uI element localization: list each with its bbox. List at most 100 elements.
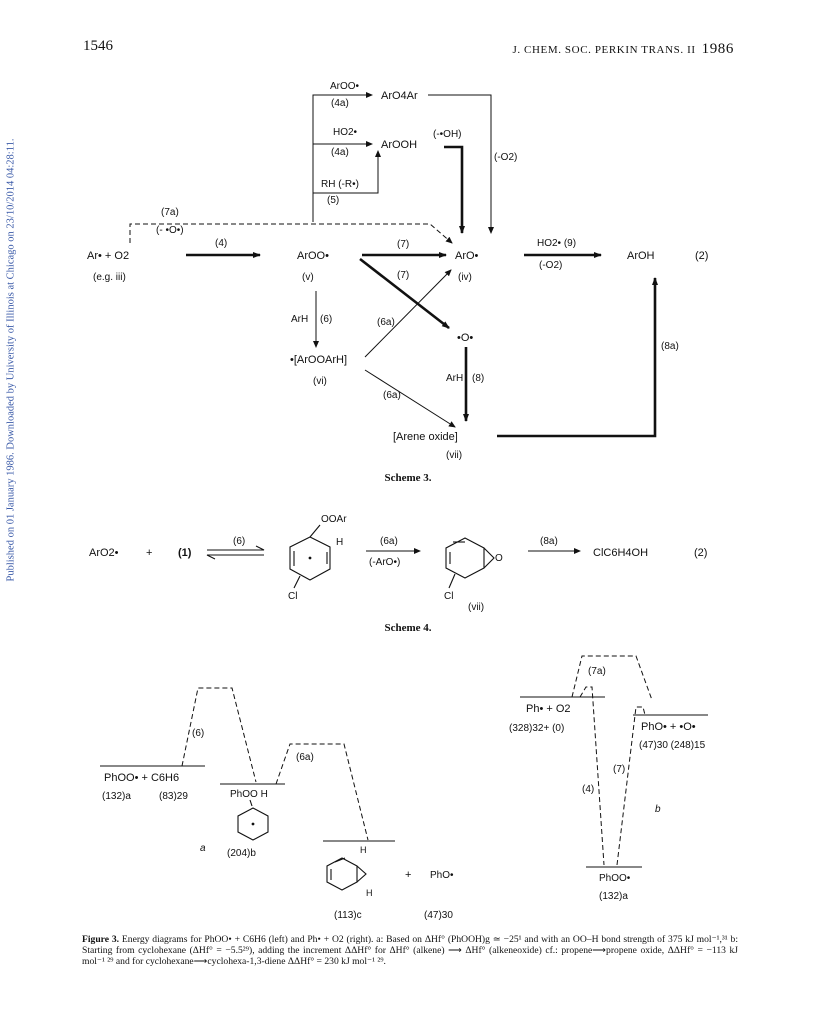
product-2-s4: (2)	[694, 547, 707, 559]
minus-o2: (-O2)	[539, 260, 562, 271]
label-iv: (iv)	[458, 272, 472, 283]
o-atom: •O•	[457, 332, 473, 344]
scheme-4-caption: Scheme 4.	[384, 622, 432, 634]
rxn-7-b: (7)	[613, 764, 625, 775]
benzene-oxide-structure	[326, 857, 367, 891]
rxn-7-upper: (7)	[397, 239, 409, 250]
arrow-7-lower	[359, 257, 450, 330]
figure-3-caption: Figure 3. Energy diagrams for PhOO• + C6…	[82, 934, 738, 967]
h-top: H	[360, 845, 367, 855]
minus-aro: (-ArO•)	[369, 557, 400, 568]
arrow-6a-upper	[364, 269, 452, 358]
scheme-4-diagram: ArO2• + (1) (6) OOAr H Cl (6a) (-ArO•)	[89, 514, 707, 613]
cl-atom-2: Cl	[444, 591, 453, 602]
ho2-reagent: HO2•	[333, 127, 358, 138]
phoo-h-label: PhOO H	[230, 789, 268, 800]
arh-8: ArH	[446, 373, 463, 384]
label-vi: (vi)	[313, 376, 327, 387]
arrow-7a	[129, 223, 453, 244]
scheme-3-diagram: ArOO• (4a) ArO4Ar HO2• (4a) ArOOH (-•OH)…	[87, 81, 708, 461]
aro-iv: ArO•	[455, 250, 479, 262]
energy-204: (204)b	[227, 848, 256, 859]
rxn-7a: (7a)	[161, 207, 179, 218]
arh-6: ArH	[291, 314, 308, 325]
rh-label: RH (-R•)	[321, 179, 359, 190]
energy-47-a: (47)30	[424, 910, 453, 921]
rxn-6: (6)	[233, 536, 245, 547]
figure-3-caption-text: Energy diagrams for PhOO• + C6H6 (left) …	[82, 934, 738, 967]
arrow-6a-lower	[364, 369, 456, 428]
rxn-6a: (6a)	[380, 536, 398, 547]
aro4ar: ArO4Ar	[381, 90, 418, 102]
journal-name: J. CHEM. SOC. PERKIN TRANS. II	[512, 44, 696, 56]
pho-product: PhO•	[430, 870, 454, 881]
ar-plus-o2: Ar• + O2	[87, 250, 129, 262]
minus-oh: (-•OH)	[433, 129, 462, 140]
energy-47-248: (47)30 (248)15	[639, 740, 706, 751]
rxn-6a-lower: (6a)	[383, 390, 401, 401]
cl-atom-1: Cl	[288, 591, 297, 602]
energy-113: (113)c	[334, 910, 362, 921]
energy-132-a: (132)a	[102, 791, 131, 802]
rxn-6a-label: (6a)	[296, 752, 314, 763]
chlorophenol: ClC6H4OH	[593, 547, 648, 559]
plus-sign: +	[146, 547, 152, 559]
journal-year: 1986	[701, 41, 734, 57]
ph-o2: Ph• + O2	[526, 703, 571, 715]
energy-diagram-b	[520, 655, 708, 868]
phoo-c6h6: PhOO• + C6H6	[104, 772, 179, 784]
arooh: ArOOH	[381, 139, 417, 151]
phoo-b: PhOO•	[599, 873, 631, 884]
rxn-6: (6)	[320, 314, 332, 325]
h-atom: H	[336, 537, 343, 548]
product-2: (2)	[695, 250, 708, 262]
eg-iii: (e.g. iii)	[93, 272, 126, 283]
rxn-4a-top: (4a)	[331, 98, 349, 109]
energy-diagram-a	[100, 687, 395, 842]
rxn-7a-b: (7a)	[588, 666, 606, 677]
label-v: (v)	[302, 272, 314, 283]
peroxy-adduct-structure	[289, 524, 331, 589]
pho-plus-o: PhO• + •O•	[641, 721, 696, 733]
rxn-6a-upper: (6a)	[377, 317, 395, 328]
arrow-8a	[497, 277, 658, 438]
arrow-minus-o2	[428, 94, 494, 234]
scheme-3-caption: Scheme 3.	[384, 472, 432, 484]
page-number: 1546	[83, 38, 113, 54]
plus-a: +	[405, 869, 411, 881]
arene-oxide-structure	[445, 537, 495, 589]
epoxide-o: O	[495, 553, 503, 564]
rxn-4-b: (4)	[582, 784, 594, 795]
ho2-9: HO2• (9)	[537, 238, 576, 249]
panel-a-label: a	[200, 843, 206, 854]
minus-o2-right: (-O2)	[494, 152, 517, 163]
minus-o: (- •O•)	[156, 225, 184, 236]
rxn-7-lower: (7)	[397, 270, 409, 281]
aroo-v: ArOO•	[297, 250, 329, 262]
energy-132-b: (132)a	[599, 891, 628, 902]
rxn-4a-mid: (4a)	[331, 147, 349, 158]
journal-header: J. CHEM. SOC. PERKIN TRANS. II 1986	[512, 41, 734, 58]
rxn-5: (5)	[327, 195, 339, 206]
arrow-minus-oh	[444, 145, 465, 234]
energy-83: (83)29	[159, 791, 188, 802]
cyclohexadienyl-structure	[237, 799, 269, 841]
aroo-arh: •[ArOOArH]	[290, 354, 347, 366]
aroh: ArOH	[627, 250, 655, 262]
rxn-8a-s4: (8a)	[540, 536, 558, 547]
compound-1: (1)	[178, 547, 192, 559]
rxn-6-label: (6)	[192, 728, 204, 739]
arene-oxide: [Arene oxide]	[393, 431, 458, 443]
rxn-4: (4)	[215, 238, 227, 249]
aroo-reagent: ArOO•	[330, 81, 360, 92]
panel-b-label: b	[655, 804, 661, 815]
label-vii: (vii)	[446, 450, 462, 461]
h-bottom: H	[366, 888, 373, 898]
rxn-8a: (8a)	[661, 341, 679, 352]
label-vii-s4: (vii)	[468, 602, 484, 613]
aro2-reagent: ArO2•	[89, 547, 119, 559]
rxn-8: (8)	[472, 373, 484, 384]
ooar-group: OOAr	[321, 514, 347, 525]
energy-328: (328)32+ (0)	[509, 723, 564, 734]
figure-3-energy-diagrams: PhOO• + C6H6 (132)a (83)29 (6) PhOO H (6…	[100, 655, 708, 921]
